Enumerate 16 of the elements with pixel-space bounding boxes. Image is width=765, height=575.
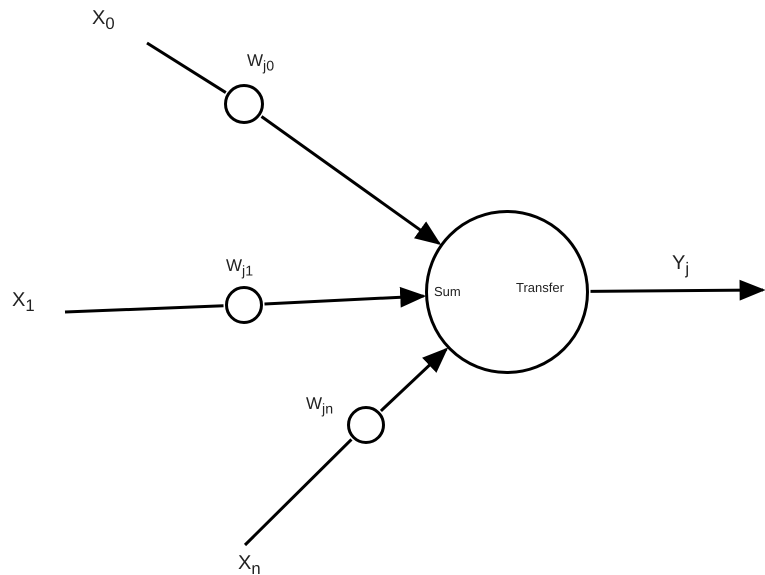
weight-circle [225,286,263,324]
arrow [590,280,765,301]
edge-label: Y$_{j}$ [672,253,690,278]
input-label: X$_{0}$ [92,8,115,33]
input-label: X$_{n}$ [238,553,261,575]
arrow [264,286,426,308]
node-label: Sum [434,285,461,298]
weight-circle [347,406,385,444]
weight-label: W$_{j0}$ [247,52,274,74]
weight-label: W$_{jn}$ [306,395,334,417]
arrow [380,348,448,412]
weight-circle [224,84,264,124]
node-label: Transfer [516,281,564,294]
weight-label: W$_{j1}$ [226,257,254,279]
arrow [260,115,442,245]
input-label: X$_{1}$ [12,290,35,315]
